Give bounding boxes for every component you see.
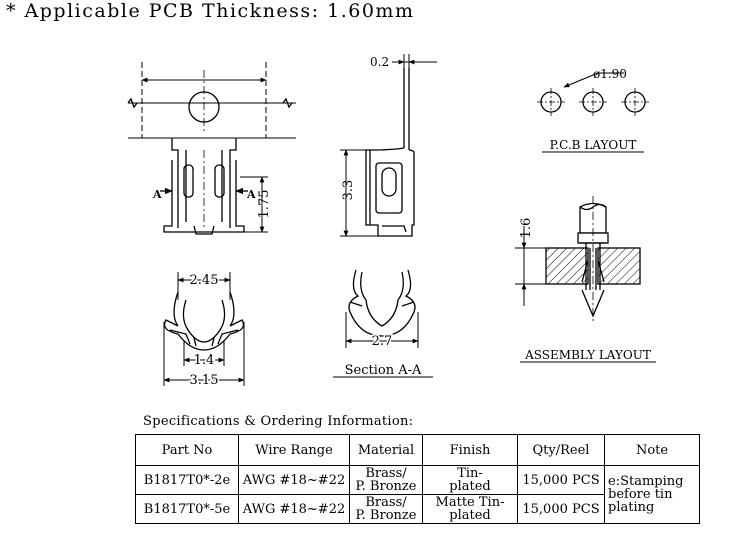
section-marker-left: A — [152, 188, 162, 201]
spec-table: Part No Wire Range Material Finish Qty/R… — [135, 434, 700, 524]
cell-material: Brass/ P. Bronze — [349, 465, 423, 495]
header-material: Material — [349, 434, 423, 466]
dim-front-height: 1.75 — [257, 190, 272, 219]
cell-wire-range: AWG #18~#22 — [238, 494, 350, 524]
section-label: Section A-A — [345, 363, 422, 378]
spec-caption: Specifications & Ordering Information: — [143, 414, 414, 429]
table-row: B1817T0*-5e AWG #18~#22 Brass/ P. Bronze… — [135, 494, 700, 524]
header-finish: Finish — [422, 434, 518, 466]
cell-part-no: B1817T0*-2e — [135, 465, 239, 495]
cell-finish: Matte Tin- plated — [422, 494, 518, 524]
cell-material: Brass/ P. Bronze — [349, 494, 423, 524]
pcb-layout-label: P.C.B LAYOUT — [550, 138, 637, 152]
cell-note: e:Stamping before tin plating — [604, 465, 700, 524]
section-a-a — [333, 269, 433, 378]
assembly-layout — [515, 196, 656, 363]
cell-part-no: B1817T0*-5e — [135, 494, 239, 524]
cell-wire-range: AWG #18~#22 — [238, 465, 350, 495]
dim-side-height: 3.3 — [341, 180, 356, 201]
dim-top-width: 2.45 — [190, 273, 219, 288]
cell-finish: Tin- plated — [422, 465, 518, 495]
dim-hole-diameter: ø1.90 — [593, 67, 627, 81]
header-qty: Qty/Reel — [517, 434, 605, 466]
front-view — [127, 62, 296, 235]
header-note: Note — [604, 434, 700, 466]
dim-outer-width: 3.15 — [190, 373, 219, 388]
table-row: B1817T0*-2e AWG #18~#22 Brass/ P. Bronze… — [135, 465, 700, 524]
dim-assembly-height: 1.6 — [519, 218, 534, 239]
cell-qty: 15,000 PCS — [517, 494, 605, 524]
page-title: * Applicable PCB Thickness: 1.60mm — [6, 0, 415, 22]
dim-inner-width: 1.4 — [194, 353, 215, 368]
dim-top-thickness: 0.2 — [370, 55, 389, 69]
header-wire-range: Wire Range — [238, 434, 350, 466]
header-part-no: Part No — [135, 434, 239, 466]
bottom-view — [163, 272, 245, 386]
cell-qty: 15,000 PCS — [517, 465, 605, 495]
dim-section-width: 2.7 — [372, 334, 393, 349]
section-marker-right: A — [246, 188, 256, 201]
pcb-layout — [537, 72, 649, 153]
assembly-layout-label: ASSEMBLY LAYOUT — [524, 348, 651, 362]
side-view — [340, 54, 437, 237]
table-header-row: Part No Wire Range Material Finish Qty/R… — [135, 434, 700, 466]
